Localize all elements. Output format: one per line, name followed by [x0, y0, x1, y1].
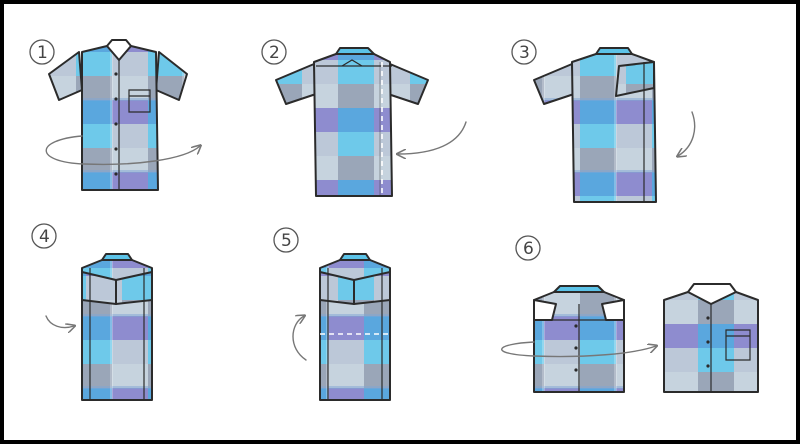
- fold-arrow-icon: [678, 111, 696, 156]
- frame: 1 2: [4, 4, 796, 440]
- step-4: 4: [31, 223, 153, 401]
- step-1-number: 1: [37, 43, 48, 63]
- fold-arrow-icon: [45, 315, 74, 328]
- step-3-shirt: [533, 47, 657, 203]
- step-5-number: 5: [281, 231, 292, 251]
- step-2: 2: [261, 39, 467, 197]
- step-5: 5: [273, 227, 391, 401]
- fold-arrow-icon: [292, 316, 306, 361]
- fold-arrow-icon: [398, 121, 467, 154]
- step-4-shirt: [81, 253, 153, 401]
- step-2-number: 2: [269, 43, 280, 63]
- step-3: 3: [511, 39, 696, 203]
- shirt-folding-diagram: 1 2: [29, 39, 759, 401]
- step-1-shirt: [48, 39, 188, 191]
- step-1: 1: [29, 39, 200, 191]
- step-6: 6: [501, 235, 759, 393]
- step-6-number: 6: [523, 239, 534, 259]
- step-6-folded-shirt-back: [533, 285, 625, 393]
- step-6-folded-shirt-front: [663, 283, 759, 393]
- step-2-shirt: [275, 47, 429, 197]
- step-4-number: 4: [39, 227, 50, 247]
- step-5-shirt: [319, 253, 391, 401]
- step-3-number: 3: [519, 43, 530, 63]
- rotate-arrow-icon: [45, 135, 200, 166]
- rotate-arrow-icon: [501, 341, 656, 358]
